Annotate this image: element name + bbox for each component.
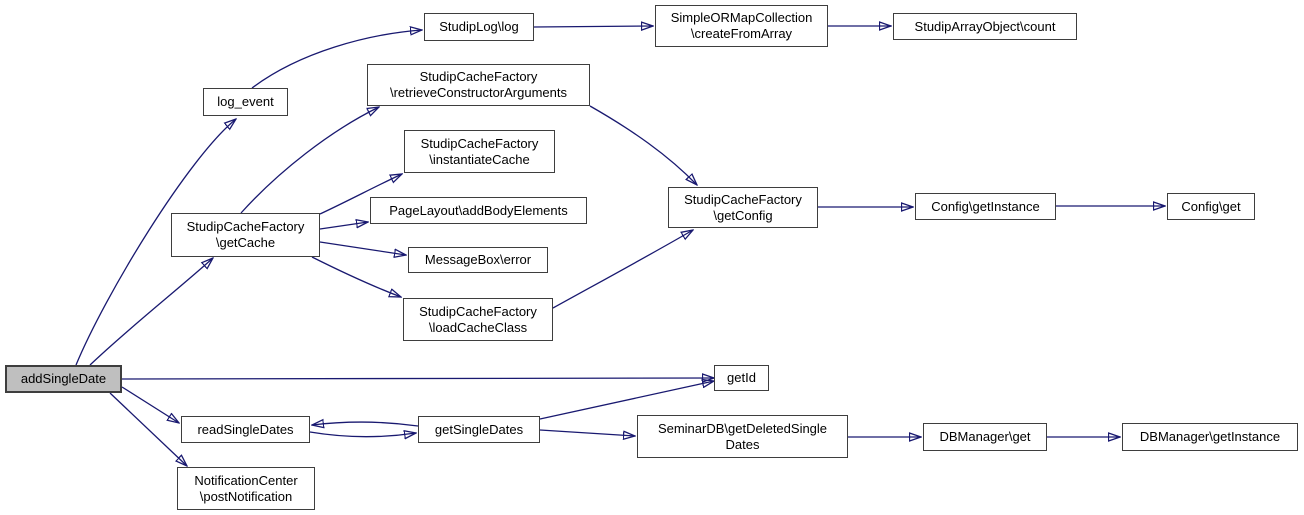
edge-getSingleDates-getDeletedSingleDates [539, 429, 635, 436]
node-label: getId [727, 370, 756, 385]
node-label: StudipCacheFactory \getConfig [684, 191, 802, 223]
node-label: StudipCacheFactory \retrieveConstructorA… [389, 69, 567, 100]
node-label: DBManager\getInstance [1139, 429, 1281, 444]
node-config-get[interactable]: Config\get [1167, 193, 1255, 220]
node-pagelayout-addbodyelements[interactable]: PageLayout\addBodyElements [370, 197, 587, 224]
node-config-getinstance[interactable]: Config\getInstance [915, 193, 1056, 220]
node-studiparrayobject-count[interactable]: StudipArrayObject\count [893, 13, 1077, 40]
node-label: StudipLog\log [439, 19, 519, 34]
edge-getCache-retrieveArgs [240, 107, 379, 214]
node-label: StudipCacheFactory \loadCacheClass [419, 303, 537, 335]
node-getid[interactable]: getId [714, 365, 769, 391]
edge-addSingleDate-readSingleDates [121, 386, 179, 423]
node-label: Config\getInstance [931, 198, 1040, 214]
node-log-event[interactable]: log_event [203, 88, 288, 116]
node-label: readSingleDates [197, 421, 294, 437]
edge-getSingleDates-readSingleDates [312, 422, 419, 426]
edge-addSingleDate-postNotification [109, 392, 187, 466]
node-studipcachefactory-instantiatecache[interactable]: StudipCacheFactory \instantiateCache [404, 130, 555, 173]
node-label: SimpleORMapCollection \createFromArray [670, 10, 813, 41]
node-label: MessageBox\error [424, 252, 532, 267]
edge-addSingleDate-getId [121, 378, 714, 379]
node-notificationcenter-postnotification[interactable]: NotificationCenter \postNotification [177, 467, 315, 510]
edge-getCache-loadCacheClass [311, 256, 401, 297]
node-readsingledates[interactable]: readSingleDates [181, 416, 310, 443]
edge-loadCacheClass-getConfig [552, 230, 693, 309]
edge-getCache-messageBoxError [319, 241, 406, 255]
node-label: NotificationCenter \postNotification [194, 472, 298, 504]
edge-addSingleDate-getCache [89, 258, 213, 366]
node-label: StudipCacheFactory \getCache [186, 219, 305, 250]
node-studipcachefactory-loadcacheclass[interactable]: StudipCacheFactory \loadCacheClass [403, 298, 553, 341]
node-studipcachefactory-getconfig[interactable]: StudipCacheFactory \getConfig [668, 187, 818, 228]
edge-retrieveArgs-getConfig [589, 105, 697, 185]
node-getsingledates[interactable]: getSingleDates [418, 416, 540, 443]
node-studipcachefactory-retrieveconstructorarguments[interactable]: StudipCacheFactory \retrieveConstructorA… [367, 64, 590, 106]
edge-studipLog-createFromArray [533, 26, 653, 27]
node-dbmanager-get[interactable]: DBManager\get [923, 423, 1047, 451]
node-label: log_event [217, 94, 274, 109]
edge-getSingleDates-getId [539, 381, 714, 420]
node-label: getSingleDates [434, 421, 524, 437]
node-label: PageLayout\addBodyElements [389, 202, 568, 218]
node-label: StudipCacheFactory \instantiateCache [420, 135, 539, 167]
node-label: DBManager\get [939, 429, 1031, 444]
node-label: addSingleDate [20, 371, 107, 386]
node-simpleormapcollection-createfromarray[interactable]: SimpleORMapCollection \createFromArray [655, 5, 828, 47]
node-studiplog-log[interactable]: StudipLog\log [424, 13, 534, 41]
node-messagebox-error[interactable]: MessageBox\error [408, 247, 548, 273]
node-addSingleDate: addSingleDate [5, 365, 122, 393]
node-label: Config\get [1181, 198, 1241, 214]
node-dbmanager-getinstance[interactable]: DBManager\getInstance [1122, 423, 1298, 451]
node-label: StudipArrayObject\count [914, 18, 1056, 34]
edge-readSingleDates-getSingleDates [309, 432, 416, 437]
edge-getCache-addBodyElements [319, 222, 368, 230]
node-studipcachefactory-getcache[interactable]: StudipCacheFactory \getCache [171, 213, 320, 257]
node-label: SeminarDB\getDeletedSingle Dates [657, 420, 828, 452]
node-seminardb-getdeletedsingledates[interactable]: SeminarDB\getDeletedSingle Dates [637, 415, 848, 458]
